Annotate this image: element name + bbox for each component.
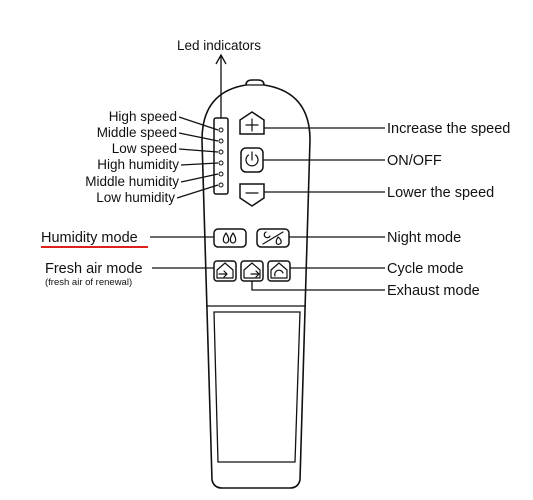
low-humidity-label: Low humidity <box>96 190 175 205</box>
humidity-mode-button[interactable] <box>213 228 247 248</box>
middle-humidity-label: Middle humidity <box>85 174 179 189</box>
led-low-humidity <box>218 182 224 188</box>
led-middle-speed <box>218 138 224 144</box>
fresh-air-mode-button[interactable] <box>213 260 237 282</box>
house-outflow-icon <box>243 262 261 279</box>
led-middle-humidity <box>218 171 224 177</box>
low-speed-label: Low speed <box>112 141 177 156</box>
led-high-speed <box>218 127 224 133</box>
high-speed-label: High speed <box>109 109 177 124</box>
fresh-air-note-label: (fresh air of renewal) <box>45 277 132 288</box>
power-button[interactable] <box>240 147 264 173</box>
moon-drop-icon <box>262 231 284 245</box>
lower-speed-button[interactable] <box>239 183 265 207</box>
lower-speed-label: Lower the speed <box>387 185 494 201</box>
middle-speed-label: Middle speed <box>97 125 177 140</box>
remote-lower-panel <box>213 311 301 463</box>
exhaust-mode-button[interactable] <box>240 260 264 282</box>
house-cycle-icon <box>270 262 288 279</box>
cycle-mode-button[interactable] <box>267 260 291 282</box>
house-inflow-icon <box>216 262 234 279</box>
cycle-mode-label: Cycle mode <box>387 261 464 277</box>
high-humidity-label: High humidity <box>97 157 179 172</box>
led-high-humidity <box>218 160 224 166</box>
humidity-mode-label: Humidity mode <box>41 230 138 246</box>
led-low-speed <box>218 149 224 155</box>
led-indicators-label: Led indicators <box>177 38 261 53</box>
night-mode-label: Night mode <box>387 230 461 246</box>
power-icon <box>245 151 259 167</box>
exhaust-mode-label: Exhaust mode <box>387 283 480 299</box>
remote-body <box>201 79 311 489</box>
leader-lines <box>150 53 385 291</box>
water-drops-icon <box>222 232 237 244</box>
increase-speed-label: Increase the speed <box>387 121 510 137</box>
plus-arrow-icon <box>245 118 259 132</box>
night-mode-button[interactable] <box>256 228 290 248</box>
on-off-label: ON/OFF <box>387 153 442 169</box>
increase-speed-button[interactable] <box>239 111 265 135</box>
fresh-air-mode-label: Fresh air mode <box>45 261 143 277</box>
